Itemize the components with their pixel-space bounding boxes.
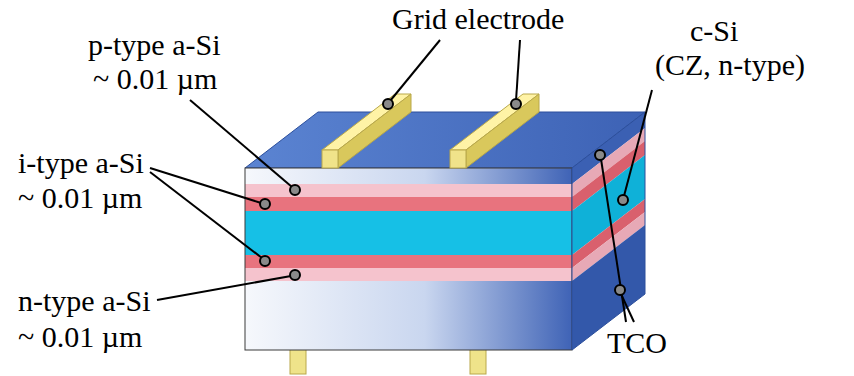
i-layer (245, 197, 572, 211)
leader-line (390, 40, 440, 101)
leader-line (621, 294, 634, 322)
leader-dot (615, 285, 625, 295)
n-layer (245, 268, 572, 281)
layer-label: n-type a-Si (18, 284, 150, 318)
leader-lines (150, 40, 652, 322)
layer-label: p-type a-Si (88, 28, 220, 62)
layer-note: (CZ, n-type) (655, 48, 805, 82)
front-outline (245, 168, 572, 350)
leader-line (624, 90, 652, 196)
tco-layer (245, 281, 572, 350)
leader-dot (260, 256, 270, 266)
leader-dot (618, 195, 628, 205)
i-layer (245, 255, 572, 268)
electrode-front (450, 150, 466, 168)
layer-label: c-Si (690, 14, 738, 48)
tco-layer (245, 168, 572, 184)
front-face (245, 168, 572, 350)
grid-electrodes (322, 94, 539, 168)
dimension-label: ~ 0.01 µm (93, 62, 217, 96)
layer-label: TCO (607, 326, 667, 360)
electrode-front (322, 150, 338, 168)
leader-dot (260, 199, 270, 209)
right-outline (572, 112, 645, 350)
layer-label: i-type a-Si (18, 146, 144, 180)
leader-dot (383, 99, 393, 109)
c-si-layer (245, 211, 572, 255)
dimension-label: ~ 0.01 µm (18, 320, 142, 354)
leader-dot (595, 150, 605, 160)
right-face (572, 112, 645, 350)
leader-line (516, 40, 520, 101)
dimension-label: ~ 0.01 µm (18, 181, 142, 215)
leader-line (157, 276, 291, 300)
electrode-side (338, 94, 411, 168)
leader-line (190, 100, 292, 187)
leader-dots (260, 99, 628, 295)
part-label: Grid electrode (392, 2, 564, 36)
p-layer (245, 184, 572, 197)
leader-dot (290, 270, 300, 280)
leader-dot (511, 99, 521, 109)
leader-dot (290, 185, 300, 195)
electrode-side (466, 94, 539, 168)
leader-line (150, 172, 262, 258)
